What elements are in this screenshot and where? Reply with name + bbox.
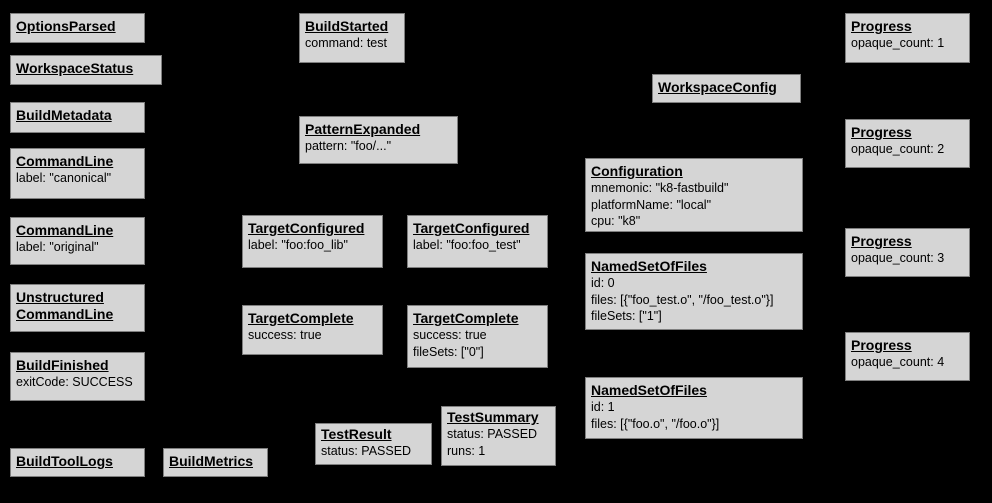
node-progress-3: Progress opaque_count: 3 xyxy=(845,228,970,277)
node-title: NamedSetOfFiles xyxy=(591,382,707,398)
node-title: TargetConfigured xyxy=(248,220,365,236)
node-line: opaque_count: 4 xyxy=(851,355,945,369)
node-line: files: [{"foo.o", "/foo.o"}] xyxy=(591,416,720,431)
node-line: label: "foo:foo_lib" xyxy=(248,238,348,252)
node-title: Progress xyxy=(851,18,912,34)
node-title: Configuration xyxy=(591,163,683,179)
node-line: fileSets: ["0"] xyxy=(413,344,484,359)
node-workspace-config: WorkspaceConfig xyxy=(652,74,801,103)
node-title: CommandLine xyxy=(16,153,114,169)
node-line: label: "canonical" xyxy=(16,171,112,185)
node-title: WorkspaceConfig xyxy=(658,79,777,95)
node-build-finished: BuildFinished exitCode: SUCCESS xyxy=(10,352,145,401)
node-title: TargetComplete xyxy=(413,310,519,326)
node-named-set-of-files-0: NamedSetOfFiles id: 0 files: [{"foo_test… xyxy=(585,253,803,330)
node-title: Progress xyxy=(851,124,912,140)
node-line: platformName: "local" xyxy=(591,197,712,212)
node-title: Unstructured xyxy=(16,289,104,305)
node-progress-2: Progress opaque_count: 2 xyxy=(845,119,970,168)
node-line: success: true xyxy=(413,328,487,342)
node-pattern-expanded: PatternExpanded pattern: "foo/..." xyxy=(299,116,458,164)
node-target-configured-foo-test: TargetConfigured label: "foo:foo_test" xyxy=(407,215,548,268)
node-title: TestSummary xyxy=(447,409,539,425)
node-title: NamedSetOfFiles xyxy=(591,258,707,274)
node-test-result: TestResult status: PASSED xyxy=(315,423,432,465)
node-title: WorkspaceStatus xyxy=(16,60,134,76)
node-build-metadata: BuildMetadata xyxy=(10,102,145,133)
node-title: Progress xyxy=(851,337,912,353)
node-named-set-of-files-1: NamedSetOfFiles id: 1 files: [{"foo.o", … xyxy=(585,377,803,439)
node-line: pattern: "foo/..." xyxy=(305,139,392,153)
node-title: CommandLine xyxy=(16,306,114,322)
node-build-started: BuildStarted command: test xyxy=(299,13,405,63)
node-build-tool-logs: BuildToolLogs xyxy=(10,448,145,477)
node-title: BuildMetadata xyxy=(16,107,112,123)
node-title: CommandLine xyxy=(16,222,114,238)
node-line: fileSets: ["1"] xyxy=(591,309,662,323)
node-workspace-status: WorkspaceStatus xyxy=(10,55,162,85)
node-line: opaque_count: 2 xyxy=(851,142,945,156)
node-options-parsed: OptionsParsed xyxy=(10,13,145,43)
node-line: runs: 1 xyxy=(447,443,486,458)
node-title: BuildFinished xyxy=(16,357,109,373)
node-line: exitCode: SUCCESS xyxy=(16,375,133,389)
node-line: label: "foo:foo_test" xyxy=(413,238,521,252)
node-build-metrics: BuildMetrics xyxy=(163,448,268,477)
node-line: id: 1 xyxy=(591,400,615,414)
node-line: files: [{"foo_test.o", "/foo_test.o"}] xyxy=(591,292,774,307)
node-progress-1: Progress opaque_count: 1 xyxy=(845,13,970,63)
node-line: status: PASSED xyxy=(321,444,412,458)
node-title: BuildStarted xyxy=(305,18,389,34)
node-target-complete-foo-test: TargetComplete success: true fileSets: [… xyxy=(407,305,548,368)
node-command-line-original: CommandLine label: "original" xyxy=(10,217,145,265)
node-test-summary: TestSummary status: PASSED runs: 1 xyxy=(441,406,556,466)
node-title: TargetComplete xyxy=(248,310,354,326)
node-title: Progress xyxy=(851,233,912,249)
node-line: opaque_count: 3 xyxy=(851,251,945,265)
node-line: status: PASSED xyxy=(447,427,538,441)
node-unstructured-command-line: Unstructured CommandLine xyxy=(10,284,145,332)
node-progress-4: Progress opaque_count: 4 xyxy=(845,332,970,381)
node-target-configured-foo-lib: TargetConfigured label: "foo:foo_lib" xyxy=(242,215,383,268)
node-title: BuildToolLogs xyxy=(16,453,113,469)
node-line: success: true xyxy=(248,328,322,342)
node-command-line-canonical: CommandLine label: "canonical" xyxy=(10,148,145,199)
node-line: id: 0 xyxy=(591,276,615,290)
node-title: PatternExpanded xyxy=(305,121,421,137)
node-line: cpu: "k8" xyxy=(591,214,641,228)
node-title: TestResult xyxy=(321,426,392,442)
node-line: command: test xyxy=(305,36,387,50)
node-line: opaque_count: 1 xyxy=(851,36,945,50)
node-title: TargetConfigured xyxy=(413,220,530,236)
node-line: label: "original" xyxy=(16,240,99,254)
node-title: BuildMetrics xyxy=(169,453,254,469)
node-target-complete-foo-lib: TargetComplete success: true xyxy=(242,305,383,355)
node-configuration: Configuration mnemonic: "k8-fastbuild" p… xyxy=(585,158,803,232)
node-title: OptionsParsed xyxy=(16,18,116,34)
node-line: mnemonic: "k8-fastbuild" xyxy=(591,181,729,195)
